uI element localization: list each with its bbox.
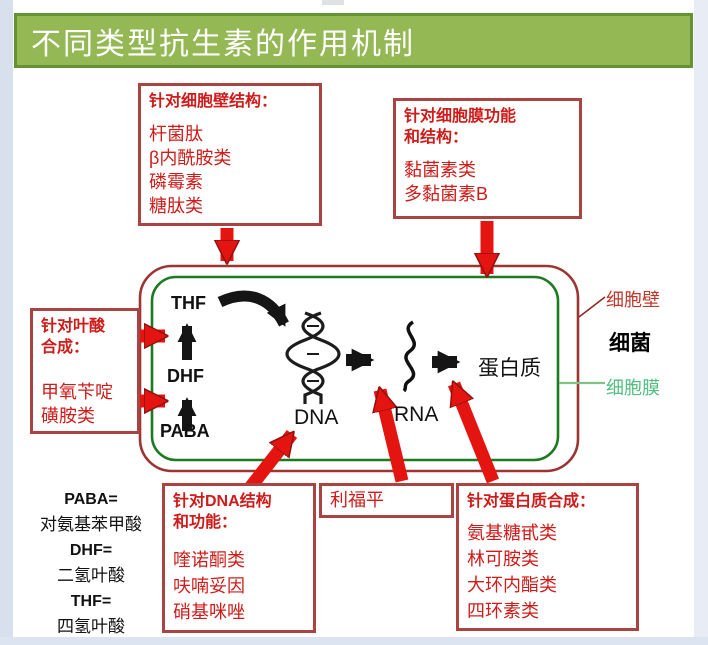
- box-cell-wall-agents: 针对细胞壁结构： 杆菌肽 β内酰胺类 磷霉素 糖肽类: [138, 83, 322, 226]
- arrow-thf-to-dna: [217, 290, 289, 327]
- legend-term: THF=: [70, 593, 112, 610]
- dna-helix-icon: [285, 311, 341, 404]
- box-protein-agents: 针对蛋白质合成： 氨基糖甙类 林可胺类 大环内酯类 四环素类: [456, 483, 639, 631]
- drug-item: β内酰胺类: [149, 148, 232, 168]
- abbreviation-legend: PABA= 对氨基苯甲酸 DHF= 二氢叶酸 THF= 四氢叶酸: [18, 487, 164, 640]
- protein-label: 蛋白质: [478, 357, 541, 380]
- page-margin-bottom: [0, 637, 708, 645]
- box-folate-header-line2: 合成：: [41, 339, 90, 356]
- box-dna-header-line2: 和功能：: [173, 514, 238, 531]
- drug-item: 喹诺酮类: [173, 550, 245, 570]
- drug-item: 黏菌素类: [404, 160, 476, 180]
- drug-item: 林可胺类: [467, 549, 539, 569]
- arrow-protein-attack: [447, 384, 500, 484]
- leader-line-cell-wall: [578, 296, 606, 318]
- cell-membrane-annotation: 细胞膜: [606, 378, 660, 398]
- legend-definition: 对氨基苯甲酸: [40, 515, 142, 534]
- drug-item: 四环素类: [467, 601, 539, 621]
- box-cell-membrane-header-line2: 和结构：: [404, 129, 469, 146]
- box-cell-membrane-header-line1: 针对细胞膜功能: [404, 108, 517, 125]
- dhf-label: DHF: [167, 366, 204, 386]
- box-rifampin: 利福平: [319, 483, 454, 518]
- drug-item: 杆菌肽: [149, 124, 203, 144]
- box-cell-wall-header: 针对细胞壁结构：: [149, 93, 278, 110]
- rifampin-label: 利福平: [330, 490, 384, 510]
- box-dna-header-line1: 针对DNA结构: [173, 493, 272, 510]
- thf-label: THF: [171, 293, 206, 313]
- arrow-dna-attack: [243, 434, 298, 494]
- drug-item: 多黏菌素B: [404, 184, 489, 204]
- drug-item: 磺胺类: [41, 406, 95, 426]
- page-margin-left: [0, 0, 13, 645]
- page-title: 不同类型抗生素的作用机制: [31, 27, 415, 61]
- box-folate-items: 甲氧苄啶 磺胺类: [41, 380, 129, 428]
- rna-strand-icon: [402, 320, 416, 393]
- legend-term: PABA=: [64, 491, 118, 508]
- drug-item: 甲氧苄啶: [41, 382, 113, 402]
- paba-label: PABA: [160, 421, 210, 441]
- legend-definition: 二氢叶酸: [57, 566, 125, 585]
- drug-item: 呋喃妥因: [173, 576, 245, 596]
- cell-wall-annotation: 细胞壁: [606, 290, 660, 310]
- bacterium-annotation: 细菌: [609, 332, 651, 355]
- page-margin-right: [694, 0, 708, 645]
- cell-wall-outline: [138, 264, 580, 473]
- legend-term: DHF=: [69, 542, 113, 559]
- drug-item: 硝基咪唑: [173, 602, 245, 622]
- drug-item: 大环内酯类: [467, 575, 557, 595]
- box-cell-membrane-agents: 针对细胞膜功能 和结构： 黏菌素类 多黏菌素B: [393, 98, 582, 219]
- rna-label: RNA: [394, 403, 439, 426]
- box-cell-membrane-items: 黏菌素类 多黏菌素B: [404, 158, 571, 206]
- scan-artifact: [322, 0, 344, 5]
- box-protein-items: 氨基糖甙类 林可胺类 大环内酯类 四环素类: [467, 520, 628, 624]
- drug-item: 氨基糖甙类: [467, 523, 557, 543]
- drug-item: 磷霉素: [149, 172, 203, 192]
- box-protein-header: 针对蛋白质合成：: [467, 493, 596, 510]
- box-folate-agents: 针对叶酸 合成： 甲氧苄啶 磺胺类: [30, 308, 140, 434]
- box-cell-wall-items: 杆菌肽 β内酰胺类 磷霉素 糖肽类: [149, 122, 311, 218]
- dna-label: DNA: [294, 406, 339, 429]
- box-folate-header-line1: 针对叶酸: [41, 318, 106, 335]
- legend-definition: 四氢叶酸: [57, 617, 125, 636]
- box-dna-agents: 针对DNA结构 和功能： 喹诺酮类 呋喃妥因 硝基咪唑: [162, 483, 316, 633]
- drug-item: 糖肽类: [149, 196, 203, 216]
- cell-membrane-outline: [150, 275, 560, 462]
- arrow-rifampin-attack: [380, 390, 409, 483]
- title-bar: 不同类型抗生素的作用机制: [14, 13, 693, 68]
- box-dna-items: 喹诺酮类 呋喃妥因 硝基咪唑: [173, 547, 305, 625]
